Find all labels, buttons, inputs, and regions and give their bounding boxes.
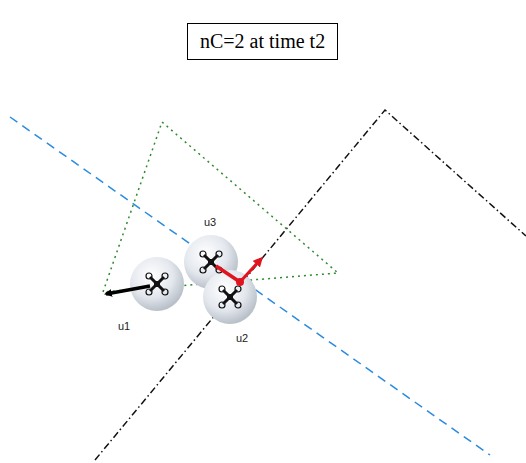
drone-label: u1 [117, 320, 131, 332]
drone-sphere [130, 257, 184, 311]
boundary-line [10, 117, 490, 455]
title-box: nC=2 at time t2 [187, 23, 338, 60]
velocity-arrow [106, 286, 150, 294]
drone-sphere [203, 270, 257, 324]
velocity-arrow [240, 259, 261, 282]
region-boundary [95, 110, 526, 460]
velocity-arrow [216, 266, 240, 282]
drone-label: u2 [235, 332, 249, 344]
drone-label: u3 [203, 216, 217, 228]
target-point [236, 278, 244, 286]
drone-icon [219, 286, 241, 308]
drone-icon [146, 273, 168, 295]
